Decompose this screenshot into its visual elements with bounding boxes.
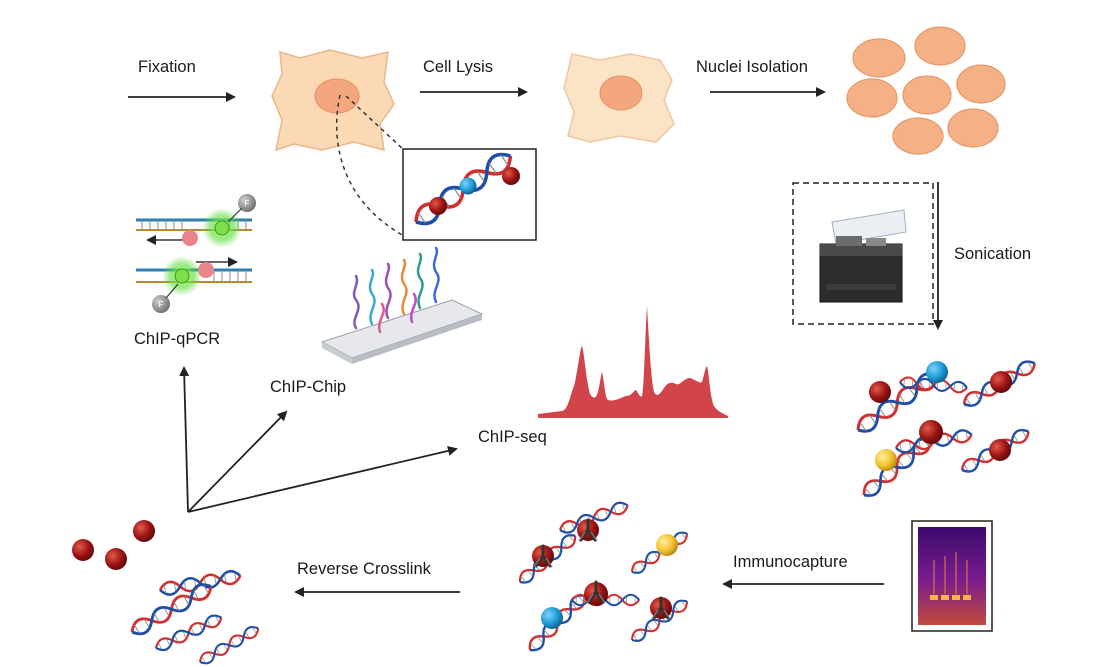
label-chip-seq: ChIP-seq [478, 428, 547, 446]
label-sonication: Sonication [954, 245, 1032, 263]
lysed-cell [563, 53, 675, 143]
fixed-cell [271, 49, 395, 152]
released-dna [72, 520, 262, 667]
label-chip-qpcr: ChIP-qPCR [134, 330, 221, 348]
zoom-box [402, 148, 537, 241]
label-nuclei-isolation: Nuclei Isolation [696, 58, 808, 76]
zoom-protein-3 [502, 167, 520, 185]
label-immunocapture: Immunocapture [733, 553, 848, 571]
zoom-line-2 [345, 95, 405, 151]
label-cell-lysis: Cell Lysis [423, 58, 493, 76]
chip-seq-peaks [538, 306, 728, 418]
arrow-to-chip-chip [187, 410, 288, 513]
sheared-chromatin [852, 356, 1040, 502]
qpcr-probe-label-2: F [159, 300, 164, 309]
western-gel [911, 520, 993, 632]
sonicator-device [819, 209, 907, 303]
isolated-nuclei [846, 26, 1006, 155]
label-reverse-crosslink: Reverse Crosslink [297, 560, 431, 578]
label-chip-chip: ChIP-Chip [270, 378, 347, 396]
arrow-to-chip-seq [187, 445, 458, 513]
zoom-line-1 [335, 94, 405, 237]
qpcr-illustration [136, 194, 256, 313]
microarray-chip [320, 246, 484, 364]
arrow-to-chip-qpcr [179, 366, 190, 513]
qpcr-probe-label-1: F [245, 199, 250, 208]
label-fixation: Fixation [138, 58, 196, 76]
zoom-protein-1 [429, 197, 447, 215]
immunocaptured-chromatin [515, 498, 692, 656]
zoom-protein-2 [459, 177, 477, 195]
sonicator-frame [792, 182, 934, 325]
